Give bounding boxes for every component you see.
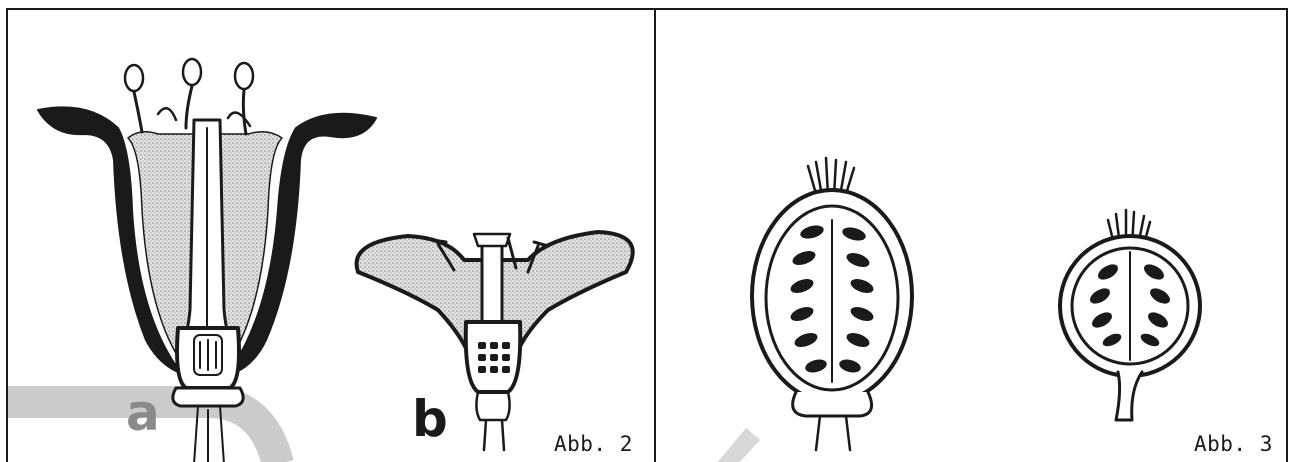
figure-caption-abb3: Abb. 3 <box>1194 432 1273 456</box>
flower-b <box>357 232 633 450</box>
flower-a-stamens <box>125 59 253 134</box>
flower-sections-drawing <box>8 10 656 462</box>
label-b: b <box>412 394 448 444</box>
flower-b-ovules <box>478 342 510 373</box>
flower-b-style <box>482 242 502 330</box>
capsule-small <box>1060 210 1200 420</box>
capsule-small-stalk <box>1116 372 1142 420</box>
capsule-sections-drawing <box>656 10 1288 462</box>
watermark-mark <box>716 428 760 462</box>
flower-b-stalk <box>476 392 509 450</box>
figure-panel-abb3: Abb. 3 <box>654 8 1288 462</box>
capsule-large-stalk <box>816 416 850 450</box>
figure-panel-abb2: a b Abb. 2 <box>6 8 656 462</box>
capsule-large <box>752 158 912 450</box>
label-a: a <box>126 388 160 438</box>
flower-a-receptacle <box>173 388 243 406</box>
capsule-large-receptacle <box>793 392 872 416</box>
figure-caption-abb2: Abb. 2 <box>554 432 633 456</box>
